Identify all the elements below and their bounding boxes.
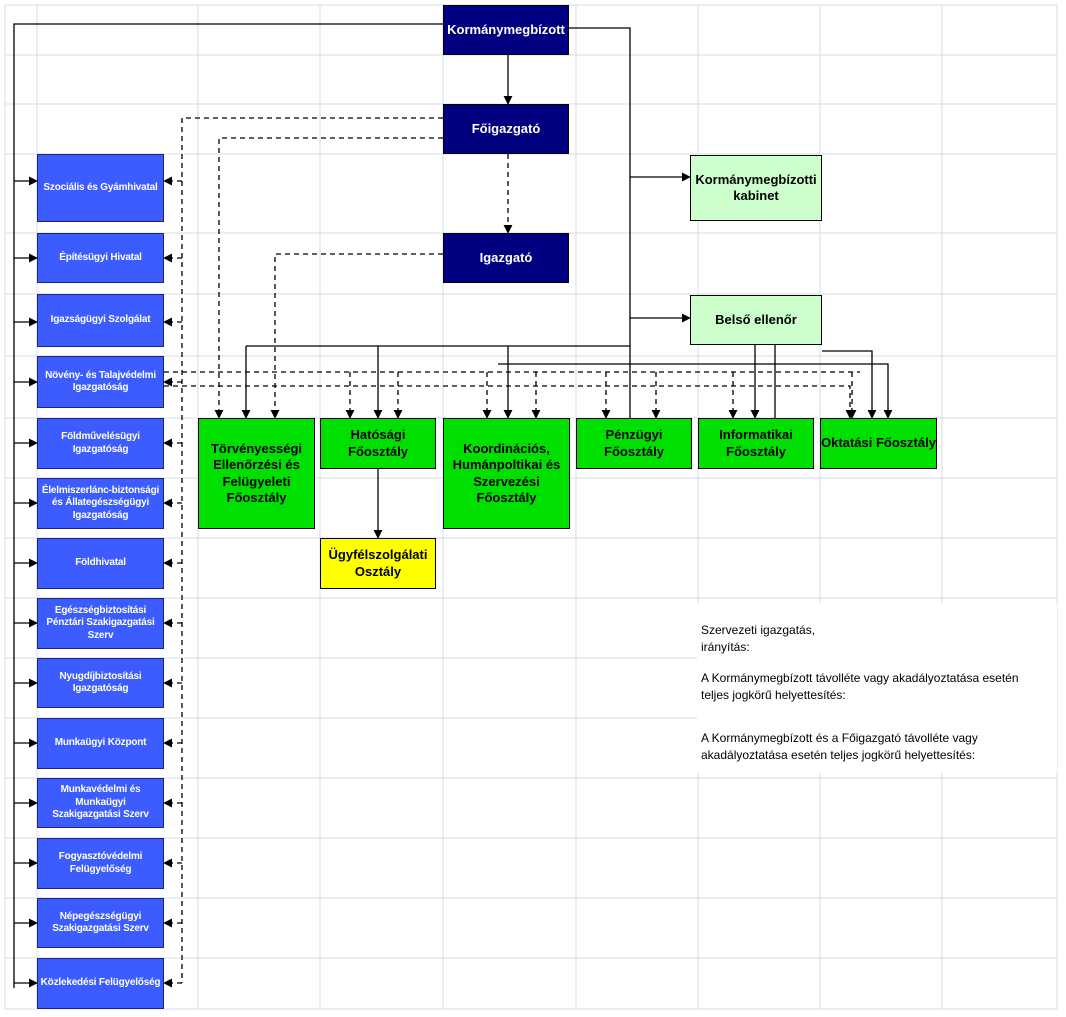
office-plant-soil: Növény- és Talajvédelmi Igazgatóság <box>37 356 164 408</box>
coordination-department-label: Koordinációs, Humánpoltikai és Szervezés… <box>452 441 561 505</box>
office-construction: Építésügyi Hivatal <box>37 233 164 283</box>
legal-department-box: Törvényességi Ellenőrzési és Felügyeleti… <box>198 418 315 529</box>
internal-audit-label: Belső ellenőr <box>715 311 797 327</box>
governor-label: Kormánymegbízott <box>447 21 565 37</box>
office-food-chain: Élelmiszerlánc-biztonsági és Állategészs… <box>37 478 164 529</box>
it-department-box: Informatikai Főosztály <box>698 418 814 469</box>
office-label: Építésügyi Hivatal <box>59 251 142 263</box>
office-label: Egészségbiztosítási Pénztári Szakigazgat… <box>46 604 155 641</box>
office-land: Földhivatal <box>37 538 164 589</box>
office-pension: Nyugdíjbiztosítási Igazgatóság <box>37 658 164 708</box>
office-agriculture: Földművelésügyi Igazgatóság <box>37 418 164 469</box>
office-label: Igazságügyi Szolgálat <box>50 314 151 326</box>
authority-department-box: Hatósági Főosztály <box>320 418 436 469</box>
director-general-dashed-spine <box>181 117 443 983</box>
director-label: Igazgató <box>479 249 533 265</box>
office-label: Földhivatal <box>75 557 126 569</box>
office-label: Földművelésügyi Igazgatóság <box>61 431 140 455</box>
finance-department-box: Pénzügyi Főosztály <box>576 418 692 469</box>
office-transport: Közlekedési Felügyelőség <box>37 958 164 1009</box>
legend-solid-text: Szervezeti igazgatás, irányítás: <box>699 622 861 657</box>
legal-department-label: Törvényességi Ellenőrzési és Felügyeleti… <box>210 441 303 505</box>
legend-dotted-label: A Kormánymegbízott és a Főigazgató távol… <box>701 731 978 763</box>
office-consumer-protection: Fogyasztóvédelmi Felügyelőség <box>37 838 164 889</box>
finance-department-label: Pénzügyi Főosztály <box>604 427 664 459</box>
customer-service-box: Ügyfélszolgálati Osztály <box>320 538 436 589</box>
cabinet-label: Kormánymegbízotti kabinet <box>695 171 817 203</box>
office-label: Közlekedési Felügyelőség <box>40 977 161 989</box>
office-label: Fogyasztóvédelmi Felügyelőség <box>58 851 143 875</box>
director-to-legal <box>270 253 443 419</box>
office-labour-safety: Munkavédelmi és Munkaügyi Szakigazgatási… <box>37 778 164 828</box>
internal-audit-box: Belső ellenőr <box>690 295 822 345</box>
office-justice: Igazságügyi Szolgálat <box>37 294 164 347</box>
dashed-distribution-2 <box>164 385 855 419</box>
office-label: Munkavédelmi és Munkaügyi Szakigazgatási… <box>52 784 149 821</box>
director-box: Igazgató <box>443 233 569 283</box>
office-label: Munkaügyi Központ <box>54 737 147 749</box>
legend-dashed-label: A Kormánymegbízott távolléte vagy akadál… <box>701 671 1019 703</box>
office-label: Nyugdíjbiztosítási Igazgatóság <box>59 670 142 695</box>
office-health-insurance: Egészségbiztosítási Pénztári Szakigazgat… <box>37 598 164 649</box>
office-public-health: Népegészségügyi Szakigazgatási Szerv <box>37 898 164 948</box>
legend-solid-label: Szervezeti igazgatás, irányítás: <box>701 623 816 655</box>
director-general-box: Főigazgató <box>443 104 569 154</box>
office-labour-centre: Munkaügyi Központ <box>37 718 164 769</box>
office-label: Növény- és Talajvédelmi Igazgatóság <box>45 369 156 394</box>
legend-dashed-text: A Kormánymegbízott távolléte vagy akadál… <box>699 670 1041 705</box>
customer-service-label: Ügyfélszolgálati Osztály <box>328 547 428 579</box>
office-label: Népegészségügyi Szakigazgatási Szerv <box>52 910 149 935</box>
legend-dotted-text: A Kormánymegbízott és a Főigazgató távol… <box>699 730 1051 765</box>
authority-department-label: Hatósági Főosztály <box>348 427 408 459</box>
office-label: Élelmiszerlánc-biztonsági és Állategészs… <box>41 484 160 521</box>
audit-to-education <box>822 350 877 419</box>
education-department-label: Oktatási Főosztály <box>821 435 936 451</box>
governor-box: Kormánymegbízott <box>443 5 569 55</box>
education-department-box: Oktatási Főosztály <box>820 418 937 469</box>
cabinet-box: Kormánymegbízotti kabinet <box>690 155 822 221</box>
coordination-department-box: Koordinációs, Humánpoltikai és Szervezés… <box>443 418 570 529</box>
it-department-label: Informatikai Főosztály <box>719 427 793 459</box>
governor-left-trunk <box>13 23 443 988</box>
director-general-label: Főigazgató <box>471 120 541 136</box>
director-general-to-legal <box>214 137 443 419</box>
bus-to-education <box>498 363 893 419</box>
governor-right-trunk <box>569 27 631 422</box>
office-social-guardianship: Szociális és Gyámhivatal <box>37 154 164 222</box>
office-label: Szociális és Gyámhivatal <box>43 181 158 193</box>
